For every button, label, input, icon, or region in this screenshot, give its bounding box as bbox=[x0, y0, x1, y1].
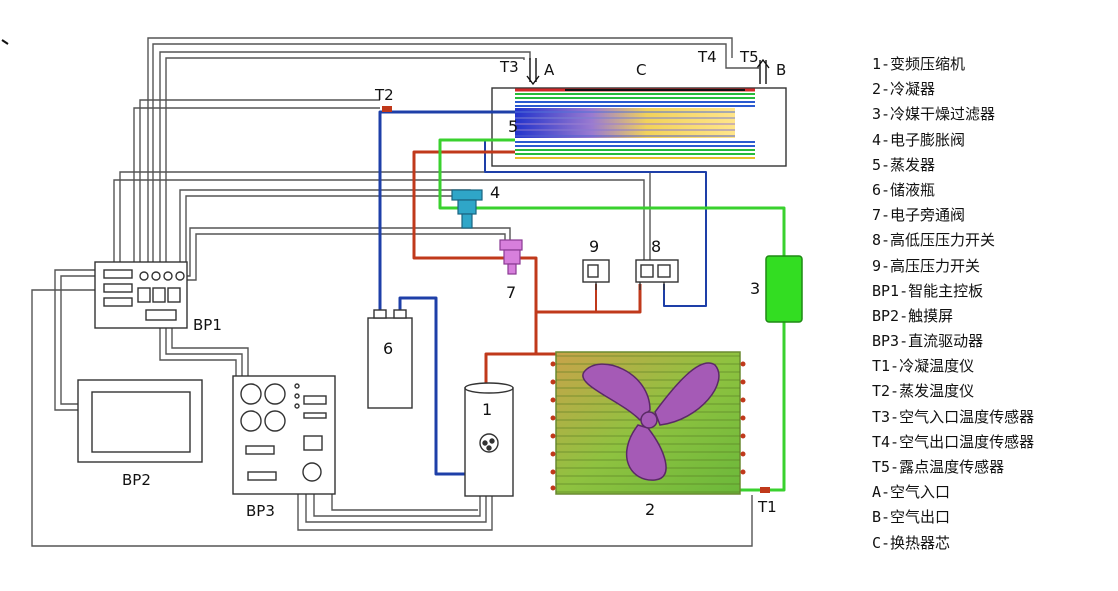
label-t1: T1 bbox=[757, 498, 777, 516]
bp3-dc-driver bbox=[232, 375, 336, 495]
label-t4: T4 bbox=[697, 48, 717, 66]
legend-item: T3-空气入口温度传感器 bbox=[872, 407, 1035, 426]
legend: 1-变频压缩机 2-冷凝器 3-冷媒干燥过滤器 4-电子膨胀阀 5-蒸发器 6-… bbox=[872, 52, 1112, 556]
legend-item: 7-电子旁通阀 bbox=[872, 206, 966, 225]
label-7: 7 bbox=[506, 283, 516, 302]
legend-item: C-换热器芯 bbox=[872, 533, 951, 552]
legend-item: 6-储液瓶 bbox=[872, 180, 936, 199]
drier-filter bbox=[765, 255, 803, 323]
legend-item: 8-高低压压力开关 bbox=[872, 231, 996, 250]
legend-item: 3-冷媒干燥过滤器 bbox=[872, 105, 996, 124]
legend-item: T2-蒸发温度仪 bbox=[872, 382, 975, 401]
label-2: 2 bbox=[645, 500, 655, 519]
label-6: 6 bbox=[383, 339, 393, 358]
label-bp1: BP1 bbox=[193, 316, 222, 334]
label-1: 1 bbox=[482, 400, 492, 419]
legend-item: T4-空气出口温度传感器 bbox=[872, 432, 1035, 451]
t4-wire bbox=[725, 58, 760, 69]
legend-item: BP2-触摸屏 bbox=[872, 306, 954, 325]
legend-item: A-空气入口 bbox=[872, 483, 951, 502]
air-outlet-arrow-icon bbox=[756, 58, 770, 84]
legend-item: 5-蒸发器 bbox=[872, 155, 936, 174]
corner-mark bbox=[1, 39, 9, 45]
bp2-touchscreen bbox=[77, 379, 203, 463]
label-b: B bbox=[776, 61, 786, 79]
t1-sensor bbox=[760, 487, 770, 493]
legend-item: 1-变频压缩机 bbox=[872, 55, 966, 73]
label-t5: T5 bbox=[739, 48, 759, 66]
label-9: 9 bbox=[589, 237, 599, 256]
label-a: A bbox=[544, 61, 555, 79]
legend-item: BP1-智能主控板 bbox=[872, 281, 984, 300]
air-inlet-arrow-icon bbox=[526, 58, 540, 86]
legend-item: 2-冷凝器 bbox=[872, 80, 936, 99]
legend-item: 9-高压压力开关 bbox=[872, 256, 981, 275]
label-8: 8 bbox=[651, 237, 661, 256]
legend-item: T1-冷凝温度仪 bbox=[872, 357, 975, 376]
high-low-pressure-switch bbox=[635, 259, 679, 290]
legend-item: BP3-直流驱动器 bbox=[872, 332, 984, 351]
receiver-bottle bbox=[367, 309, 413, 409]
compressor bbox=[464, 382, 514, 497]
high-pressure-switch bbox=[582, 259, 610, 290]
label-t3: T3 bbox=[499, 58, 519, 76]
expansion-valve-icon bbox=[451, 189, 483, 229]
bp1-control-board bbox=[94, 261, 188, 329]
legend-item: 4-电子膨胀阀 bbox=[872, 130, 966, 149]
legend-item: T5-露点温度传感器 bbox=[872, 458, 1005, 476]
label-bp2: BP2 bbox=[122, 471, 151, 489]
label-c: C bbox=[636, 61, 646, 79]
condenser-fan-icon bbox=[582, 362, 720, 481]
label-3: 3 bbox=[750, 279, 760, 298]
label-t2: T2 bbox=[374, 86, 394, 104]
legend-item: B-空气出口 bbox=[872, 508, 951, 527]
label-bp3: BP3 bbox=[246, 502, 275, 520]
label-5: 5 bbox=[508, 117, 518, 136]
t2-sensor bbox=[382, 106, 392, 112]
bypass-valve-icon bbox=[499, 239, 523, 275]
label-4: 4 bbox=[490, 183, 500, 202]
